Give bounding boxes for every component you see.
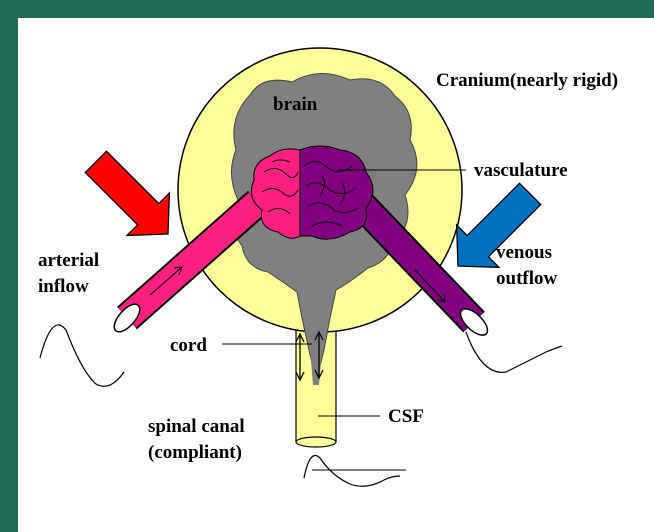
spinal-canal-label-line1: spinal canal [148, 416, 245, 437]
vasculature [251, 146, 373, 239]
cord-label: cord [170, 335, 207, 356]
arterial-label-line1: arterial [38, 250, 99, 271]
arterial-label-line2: inflow [38, 276, 89, 297]
brain-label: brain [273, 94, 318, 115]
spinal-canal-label-line2: (compliant) [148, 442, 242, 463]
spinal-canal-end [296, 437, 336, 447]
venous-label-line2: outflow [496, 268, 558, 289]
cranium-label: Cranium(nearly rigid) [436, 70, 618, 91]
venous-label-line1: venous [496, 242, 552, 263]
csf-label: CSF [388, 406, 424, 427]
vasculature-label: vasculature [474, 160, 568, 181]
